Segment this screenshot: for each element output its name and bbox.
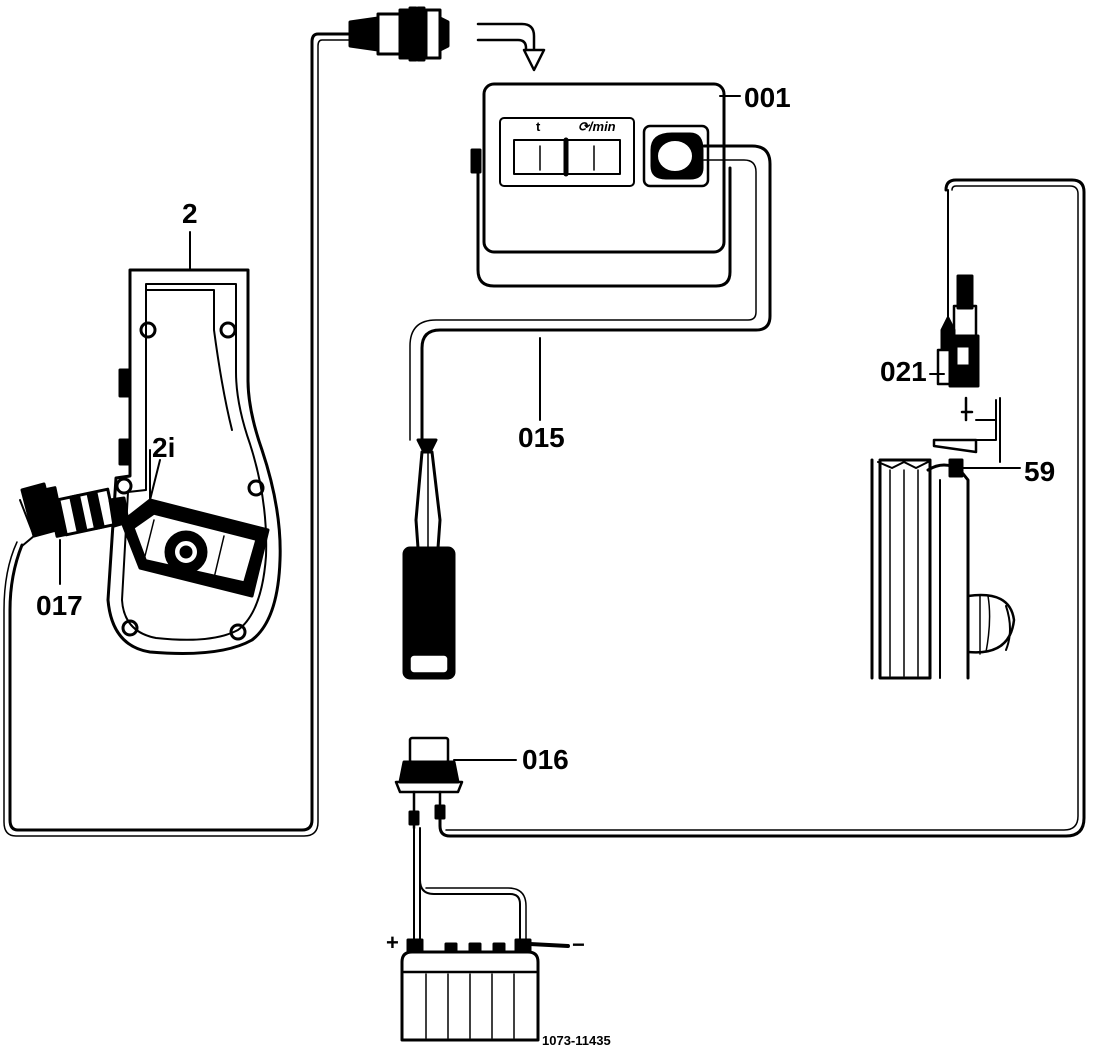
direction-arrow [478, 24, 544, 70]
probe [404, 440, 454, 678]
battery-minus-sign: − [572, 932, 585, 957]
label-sensor-021: 021 [880, 356, 927, 387]
label-part-2: 2 [182, 198, 198, 229]
display-left-unit: t [536, 119, 541, 134]
sensor-021 [440, 180, 1084, 836]
cable-left [10, 34, 350, 830]
label-tester-001: 001 [744, 82, 791, 113]
battery-plus-sign: + [386, 930, 399, 955]
tester-unit [410, 84, 770, 440]
battery [402, 940, 568, 1040]
adapter-017 [20, 484, 128, 584]
connector-plug [350, 8, 448, 60]
label-cable-015: 015 [518, 422, 565, 453]
figure-number: 1073-11435 [542, 1033, 611, 1048]
pulley [872, 460, 1014, 678]
label-adapter-017: 017 [36, 590, 83, 621]
label-part-2i: 2i [152, 432, 176, 463]
cable-left-inner [4, 40, 350, 836]
clamp-016 [396, 738, 526, 944]
display-right-unit: ⟳/min [578, 119, 616, 134]
housing-part-2 [108, 270, 280, 654]
label-clamp-016: 016 [522, 744, 569, 775]
label-mark-59: 59 [1024, 456, 1056, 487]
